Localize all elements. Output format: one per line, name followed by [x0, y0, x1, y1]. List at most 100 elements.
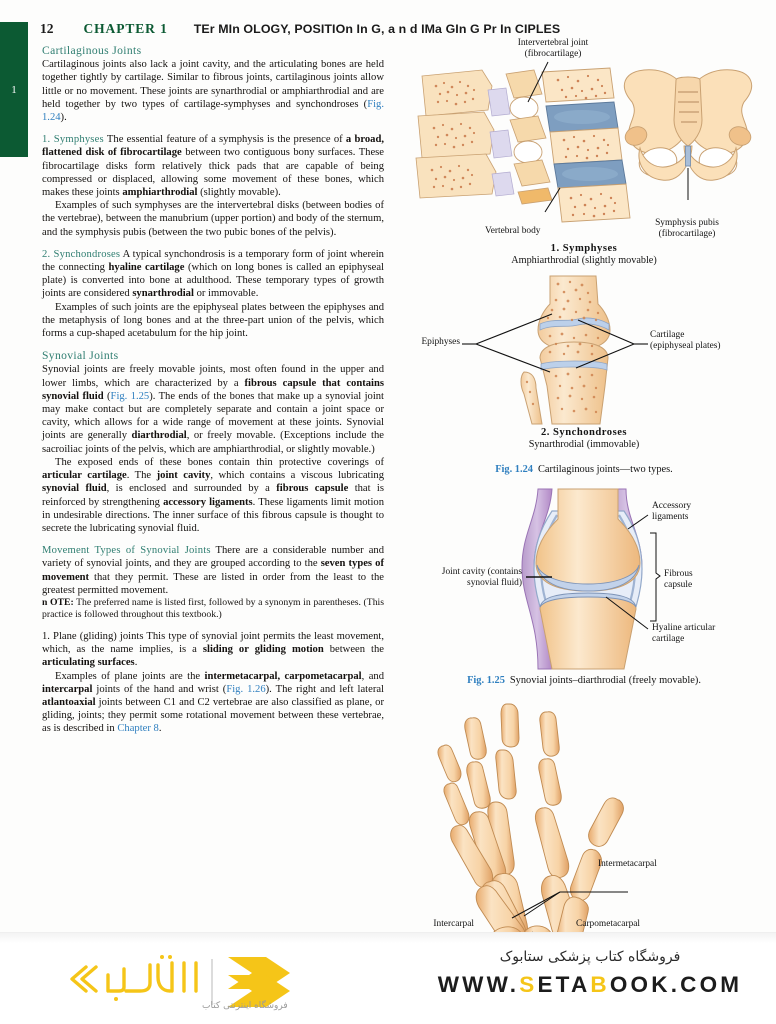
footer-tagline-fa: فروشگاه کتاب پزشکی ستابوک: [499, 949, 681, 965]
section-heading-synovial-joints: Synovial Joints: [42, 349, 119, 363]
label-line: (fibrocartilage): [524, 49, 582, 59]
text-run-bold: synarthrodial: [132, 288, 194, 300]
label-line: Cartilage: [650, 330, 685, 340]
figure-reference-125[interactable]: Fig. 1.25: [110, 390, 150, 402]
chapter-tab-number: 1: [11, 83, 17, 96]
text-run: The exposed ends of these bones contain …: [55, 456, 384, 468]
paragraph-symphyses-examples: Examples of such symphyses are the inter…: [42, 200, 384, 238]
label-carpometacarpal: Carpometacarpal: [576, 919, 641, 929]
text-run-bold: a broad, flattened disk of fibrocartilag…: [42, 134, 384, 159]
text-run-bold: diarthrodial: [131, 430, 187, 442]
label-joint-cavity: Joint cavity (contains synovial fluid): [400, 567, 522, 589]
text-run: Cartilaginous joints also lack a joint c…: [42, 59, 384, 110]
text-run: ). The ends of the bones that make up a …: [42, 390, 384, 442]
illustration-synovial-joint: [521, 488, 661, 670]
text-run-bold: intercarpal: [42, 683, 93, 695]
figure-number-label: Fig. 1.25: [467, 675, 505, 686]
label-line: Hyaline articular: [652, 623, 716, 633]
paragraph-articular-cartilage: The exposed ends of these bones contain …: [42, 456, 384, 535]
label-symphysis-pubis: Symphysis pubis (fibrocartilage): [622, 218, 752, 240]
run-in-head-symphyses: 1. Symphyses: [42, 134, 104, 146]
text-run: (: [103, 390, 111, 402]
figure-1-24-synchondroses: Epiphyses Cartilage (epiphyseal plates): [400, 275, 768, 425]
label-accessory-ligaments: Accessory ligaments: [652, 501, 691, 523]
text-run: (slightly movable).: [197, 187, 281, 199]
label-fibrous-capsule: Fibrous capsule: [664, 569, 693, 591]
illustration-knee-epiphyseal-plates: [462, 275, 648, 425]
text-run: . The: [126, 470, 157, 482]
paragraph-cartilaginous-intro: Cartilaginous joints also lack a joint c…: [42, 58, 384, 124]
figure-number-label: Fig. 1.24: [495, 464, 533, 475]
run-in-head-plane-joints: 1. Plane (gliding) joints: [42, 630, 144, 642]
caption-title: 1. Symphyses: [550, 243, 618, 254]
url-part-ook: OOK.COM: [609, 972, 743, 997]
label-cartilage-epiphyseal-plates: Cartilage (epiphyseal plates): [650, 330, 721, 352]
text-run: ).: [60, 112, 67, 124]
chapter-reference-8[interactable]: Chapter 8: [117, 723, 159, 735]
label-line: Accessory: [652, 501, 692, 511]
figure-number-124: Fig. 1.24 Cartilaginous joints—two types.: [400, 464, 768, 475]
setabook-logo-mark: فروشگاه اینترنتی کتاب: [70, 955, 290, 1011]
page-number: 12: [40, 21, 54, 36]
label-hyaline-articular-cartilage: Hyaline articular cartilage: [652, 623, 715, 645]
text-run: , is enclosed and surrounded by a: [106, 483, 277, 495]
caption-title: 2. Synchondroses: [540, 427, 628, 438]
chapter-title: TEr MIn OLOGY, POSITIOn In G, a n d IMa …: [193, 22, 561, 36]
label-line: cartilage: [652, 634, 685, 644]
caption-subtitle: Synarthrodial (immovable): [528, 439, 640, 450]
chapter-thumb-tab: 1: [0, 22, 28, 157]
figure-reference-126[interactable]: Fig. 1.26: [226, 683, 266, 695]
footer-url[interactable]: WWW.SETABOOK.COM: [430, 972, 750, 998]
illustration-hand-bones: [437, 703, 628, 1005]
text-run-bold: articulating surfaces: [42, 657, 135, 669]
paragraph-synovial-intro: Synovial joints are freely movable joint…: [42, 363, 384, 455]
url-part-eta: ETA: [537, 972, 591, 997]
figure-1-24-symphyses: Intervertebral joint (fibrocartilage): [400, 38, 768, 240]
text-run: Examples of plane joints are the: [55, 670, 205, 682]
text-run-bold: seven types of movement: [42, 558, 384, 583]
label-vertebral-body: Vertebral body: [485, 226, 541, 236]
label-line: (epiphyseal plates): [650, 341, 721, 351]
paragraph-movement-types: Movement Types of Synovial Joints There …: [42, 544, 384, 597]
text-run-bold: sliding or gliding motion: [202, 644, 324, 656]
caption-symphyses: 1. Symphyses Amphiarthrodial (slightly m…: [400, 243, 768, 266]
text-run: A typical synchondrosis is a temporary f…: [42, 248, 384, 274]
figure-1-25-synovial-joint: Accessory ligaments Joint cavity (contai…: [400, 488, 768, 670]
text-run-bold: accessory ligaments: [163, 496, 253, 508]
figure-column: Intervertebral joint (fibrocartilage): [400, 38, 768, 1005]
text-run: , or freely movable. (Exceptions include…: [42, 430, 384, 455]
text-run: This type of synovial joint permits the …: [42, 630, 384, 656]
url-part-s: S: [519, 972, 538, 997]
text-run: joints between C1 and C2 vertebrae are a…: [42, 696, 384, 735]
text-run-bold: amphiarthrodial: [122, 187, 198, 199]
text-run: (which on long bones is called an epiphy…: [42, 262, 385, 300]
paragraph-plane-joints: 1. Plane (gliding) joints This type of s…: [42, 630, 384, 670]
text-run: or immovable.: [193, 288, 259, 300]
text-run: , and: [361, 670, 385, 682]
figure-reference-124[interactable]: Fig. 1.24: [42, 98, 384, 124]
text-run-bold: hyaline cartilage: [108, 262, 185, 274]
text-run: joints of the hand and wrist (: [92, 683, 227, 695]
label-epiphyses: Epiphyses: [421, 337, 460, 347]
figure-1-26-hand: Intermetacarpal Carpometacarpal Intercar…: [400, 702, 768, 1005]
logo-subtitle-fa: فروشگاه اینترنتی کتاب: [202, 999, 288, 1011]
illustration-vertebrae-and-pelvis: [415, 61, 753, 223]
setabook-logo: فروشگاه اینترنتی کتاب: [52, 953, 342, 1011]
label-line: ligaments: [652, 512, 689, 522]
text-run: .: [134, 657, 138, 669]
figure-caption-text: Cartilaginous joints—two types.: [538, 464, 673, 475]
text-run-bold: intermetacarpal, carpometacarpal: [204, 670, 362, 682]
run-in-head-movement-types: Movement Types of Synovial Joints: [42, 545, 211, 557]
section-heading-cartilaginous-joints: Cartilaginous Joints: [42, 44, 142, 57]
label-line: Intervertebral joint: [517, 38, 589, 48]
url-part-www: WWW.: [437, 972, 520, 997]
url-part-b: B: [590, 972, 610, 997]
body-text-column: Cartilaginous Joints Cartilaginous joint…: [42, 44, 384, 736]
text-run: , which contains a viscous lubricating: [210, 470, 385, 482]
text-run: between the: [323, 644, 384, 656]
text-run-bold: atlantoaxial: [42, 696, 96, 708]
text-run-bold: fibrous capsule: [276, 483, 349, 495]
